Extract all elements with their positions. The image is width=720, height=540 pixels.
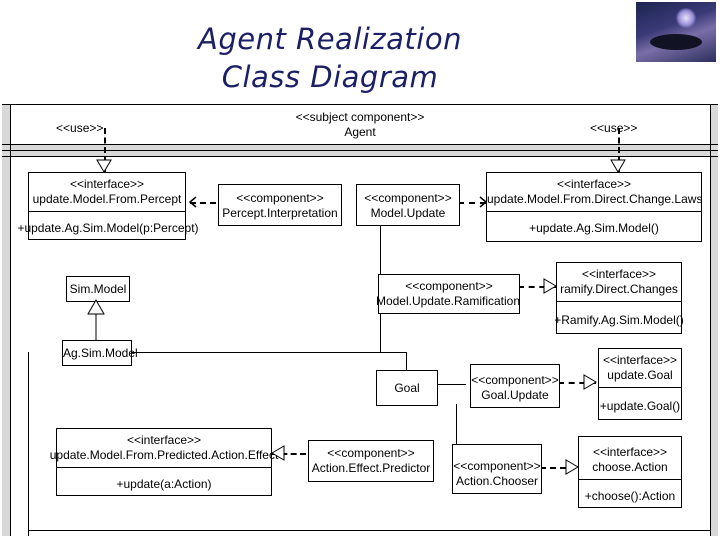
planet-night-logo — [636, 2, 716, 62]
ramification-dependency — [518, 286, 556, 288]
frame-band-line-1 — [2, 144, 718, 145]
interface-operation: +update.Ag.Sim.Model(p:Percept) — [17, 221, 199, 235]
percept-interp-dependency — [190, 202, 216, 204]
component-stereotype: <<component>> — [471, 373, 559, 387]
agsim-trunk — [28, 352, 29, 536]
realization-triangle-predicted — [271, 445, 285, 461]
interface-name: update.Model.From.Predicted.Action.Effec… — [49, 448, 279, 462]
class-ag-sim-model: Ag.Sim.Model — [62, 340, 138, 366]
goal-to-goalupdate-line — [436, 384, 466, 385]
component-name: Percept.Interpretation — [222, 206, 338, 220]
frame-right-rail — [710, 104, 718, 536]
interface-update-model-from-predicted-action-effect: <<interface>> update.Model.From.Predicte… — [50, 428, 278, 496]
interface-separator — [599, 387, 681, 388]
component-name: Model.Update — [370, 206, 446, 220]
component-stereotype: <<component>> — [236, 191, 324, 205]
interface-stereotype: <<interface>> — [602, 353, 678, 367]
dependency-arrow-percept — [188, 196, 197, 208]
interface-stereotype: <<interface>> — [69, 177, 145, 191]
rock-shape — [650, 34, 702, 50]
subject-stereotype: <<subject component>> — [295, 110, 425, 124]
glow-shape — [676, 8, 696, 28]
class-goal: Goal — [376, 370, 438, 406]
frame-inner-right — [710, 104, 711, 536]
interface-update-model-from-percept: <<interface>> update.Model.From.Percept … — [17, 172, 199, 240]
dependency-arrow-direct — [479, 196, 488, 208]
ramification-to-ag-line — [380, 312, 381, 352]
component-name: Model.Update.Ramification — [375, 294, 521, 308]
frame-inner-left — [10, 104, 11, 536]
frame-band-line-3 — [2, 156, 718, 157]
component-name: Action.Chooser — [455, 474, 539, 488]
component-action-effect-predictor: <<component>> Action.Effect.Predictor — [308, 440, 434, 482]
component-stereotype: <<component>> — [364, 191, 452, 205]
interface-ramify-direct-changes: <<interface>> ramify.Direct.Changes +Ram… — [554, 262, 684, 334]
realization-triangle-direct — [610, 159, 626, 173]
class-name: Ag.Sim.Model — [63, 346, 138, 360]
interface-stereotype: <<interface>> — [581, 267, 657, 281]
model-update-dependency — [458, 202, 486, 204]
interface-choose-action: <<interface>> choose.Action +choose():Ac… — [578, 436, 682, 508]
interface-separator — [579, 479, 681, 480]
chooser-up-line — [456, 404, 457, 444]
component-percept-interpretation: <<component>> Percept.Interpretation — [218, 184, 342, 226]
title-line-2: Class Diagram — [221, 60, 439, 94]
interface-name: update.Model.From.Direct.Change.Laws — [487, 192, 703, 206]
generalization-triangle-sim-model — [87, 298, 105, 315]
agsim-to-goal-line — [130, 352, 406, 353]
chooser-dependency — [540, 467, 576, 469]
subject-name: Agent — [344, 125, 376, 139]
component-model-update-ramification: <<component>> Model.Update.Ramification — [376, 274, 520, 314]
interface-separator — [487, 211, 701, 212]
component-stereotype: <<component>> — [453, 459, 541, 473]
realization-triangle-choose — [565, 459, 579, 475]
predicted-effect-dependency — [272, 453, 306, 455]
interface-operation: +Ramify.Ag.Sim.Model() — [554, 313, 684, 327]
title-line-1: Agent Realization — [198, 22, 462, 56]
interface-separator — [557, 301, 681, 302]
use-left-dependency — [104, 128, 106, 172]
use-label-left: <<use>> — [56, 121, 104, 135]
use-right-dependency — [618, 128, 620, 172]
diagram-title: Agent Realization Class Diagram — [170, 20, 490, 96]
model-update-down-line — [380, 224, 381, 274]
interface-separator — [57, 467, 271, 468]
goal-branch-line — [406, 352, 407, 370]
interface-name: choose.Action — [592, 460, 668, 474]
component-name: Goal.Update — [481, 388, 549, 402]
interface-update-model-from-direct-change-laws: <<interface>> update.Model.From.Direct.C… — [486, 172, 702, 242]
component-stereotype: <<component>> — [405, 279, 493, 293]
component-model-update: <<component>> Model.Update — [356, 184, 460, 226]
class-name: Goal — [394, 381, 420, 395]
realization-triangle-percept — [96, 159, 112, 173]
interface-operation: +update.Ag.Sim.Model() — [529, 221, 659, 235]
realization-triangle-ramify — [543, 278, 557, 294]
interface-update-goal: <<interface>> update.Goal +update.Goal() — [598, 348, 682, 420]
interface-separator — [29, 211, 185, 212]
interface-stereotype: <<interface>> — [556, 177, 632, 191]
class-name: Sim.Model — [69, 282, 127, 296]
goal-update-dependency — [558, 382, 596, 384]
component-name: Action.Effect.Predictor — [311, 461, 431, 475]
interface-operation: +update.Goal() — [599, 399, 681, 413]
interface-operation: +choose():Action — [584, 489, 676, 503]
bottom-rail-line — [28, 530, 710, 531]
interface-name: update.Model.From.Percept — [32, 192, 182, 206]
frame-band-line-2 — [2, 150, 718, 151]
frame-top-line — [2, 104, 718, 105]
component-goal-update: <<component>> Goal.Update — [470, 364, 560, 408]
component-stereotype: <<component>> — [327, 446, 415, 460]
interface-stereotype: <<interface>> — [126, 433, 202, 447]
component-action-chooser: <<component>> Action.Chooser — [452, 444, 542, 494]
interface-operation: +update(a:Action) — [116, 477, 212, 491]
use-label-right: <<use>> — [590, 121, 638, 135]
class-sim-model: Sim.Model — [66, 276, 130, 302]
interface-name: ramify.Direct.Changes — [560, 282, 678, 296]
interface-name: update.Goal — [607, 368, 673, 382]
interface-stereotype: <<interface>> — [592, 445, 668, 459]
frame-left-rail — [2, 104, 10, 536]
realization-triangle-goal — [583, 374, 597, 390]
